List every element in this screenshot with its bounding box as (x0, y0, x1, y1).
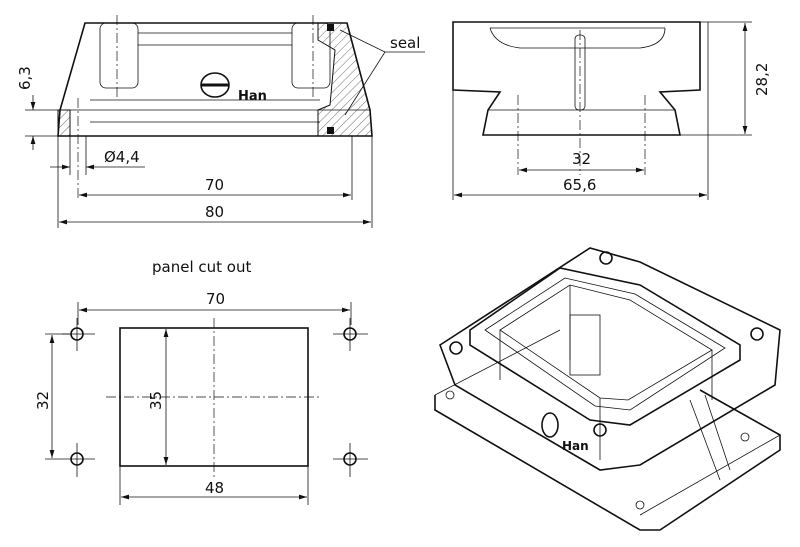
dim-hole-spacing-side: 32 (572, 150, 591, 168)
iso-han-logo-icon (541, 412, 559, 438)
side-view: 32 65,6 28,2 (452, 21, 771, 200)
mounting-holes (45, 318, 368, 477)
dim-hole-spacing-front: 70 (205, 176, 224, 194)
iso-seal-frame (469, 267, 741, 426)
iso-logo-text: Han (562, 439, 589, 453)
seal-top (327, 24, 334, 31)
dim-height-side: 28,2 (753, 63, 771, 96)
dim-hole-spacing-x: 70 (206, 290, 225, 308)
logo-text: Han (238, 89, 267, 104)
dim-hole-spacing-y: 32 (34, 391, 52, 410)
dim-cutout-height: 35 (147, 391, 165, 410)
panel-cutout-view: panel cut out 70 32 35 48 (34, 258, 368, 505)
dim-height-front: 6,3 (16, 66, 34, 90)
dim-hole-diameter: Ø4,4 (104, 148, 140, 166)
dim-overall-width-side: 65,6 (563, 176, 596, 194)
panel-cutout-title: panel cut out (152, 258, 251, 276)
section-hatch (317, 22, 373, 137)
iso-base (434, 389, 781, 531)
isometric-view: Han (434, 247, 781, 531)
front-view: Han seal 6,3 Ø4,4 70 80 (16, 15, 425, 228)
seal-bottom (327, 127, 334, 134)
side-outline (452, 21, 701, 136)
seal-label: seal (390, 34, 420, 52)
dim-cutout-width: 48 (205, 479, 224, 497)
han-logo-icon (200, 72, 230, 98)
dim-overall-width-front: 80 (205, 203, 224, 221)
